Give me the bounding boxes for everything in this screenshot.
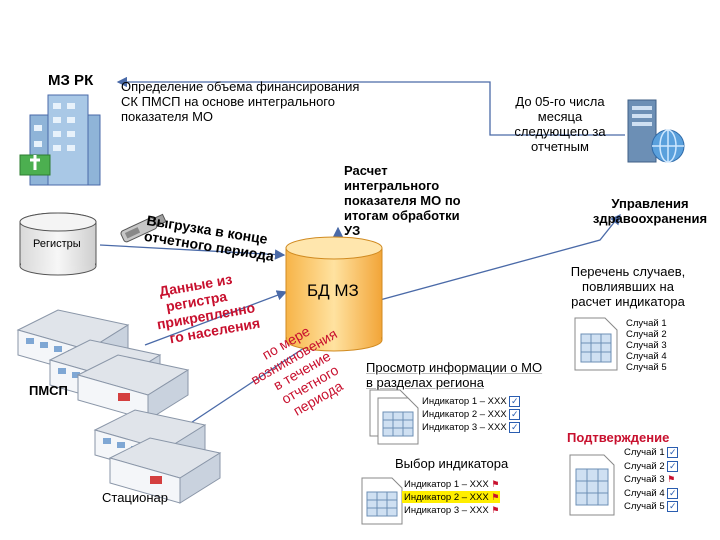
selected-indicator-highlight: [402, 491, 500, 503]
deadline-label: До 05-го числа месяца следующего за отче…: [514, 94, 606, 154]
flag-icon: ⚑: [667, 474, 676, 484]
case-item: Случай 2: [626, 329, 667, 340]
indicator-option[interactable]: Индикатор 3 – ХХХ ⚑: [404, 504, 499, 517]
case-confirm-label: Случай 5: [624, 501, 665, 512]
case-confirm-label: Случай 1: [624, 447, 665, 458]
document-icon-confirm: [569, 454, 615, 516]
stationary-label: Стационар: [102, 490, 169, 505]
server-globe-icon: [627, 99, 685, 163]
case-confirm-item[interactable]: Случай 5 ✓: [624, 500, 679, 514]
usb-drive-icon: [120, 213, 167, 243]
document-icon-cases: [574, 317, 618, 371]
financing-label: Определение объема финансирования СК ПМС…: [121, 79, 360, 124]
registers-cylinder: [19, 212, 97, 276]
checkbox-checked-icon[interactable]: ✓: [667, 460, 679, 472]
case-list-title: Перечень случаев, повлиявших на расчет и…: [570, 264, 686, 309]
checkbox-checked-icon[interactable]: ✓: [509, 422, 521, 433]
indicator-item[interactable]: Индикатор 2 – ХХХ ✓: [422, 408, 521, 421]
pmsp-label: ПМСП: [29, 383, 68, 398]
select-indicator-label: Выбор индикатора: [395, 456, 509, 471]
indicator-option-label: Индикатор 3 – ХХХ: [404, 505, 489, 516]
view-info-label: Просмотр информации о МО в разделах реги…: [366, 360, 543, 390]
flag-icon: ⚑: [491, 492, 500, 502]
checkbox-checked-icon[interactable]: ✓: [509, 409, 521, 420]
case-confirm-item[interactable]: Случай 4 ✓: [624, 487, 679, 501]
indicator-item-label: Индикатор 1 – ХХХ: [422, 396, 507, 407]
case-item: Случай 1: [626, 318, 667, 329]
case-confirm-label: Случай 2: [624, 460, 665, 472]
case-item: Случай 5: [626, 362, 667, 373]
case-confirm-label: Случай 3: [624, 474, 665, 485]
confirmation-label: Подтверждение: [567, 430, 670, 445]
db-cylinder: [285, 236, 383, 352]
checkbox-checked-icon[interactable]: ✓: [667, 447, 679, 458]
checkbox-checked-icon[interactable]: ✓: [667, 487, 679, 499]
registers-label: Регистры: [33, 238, 81, 250]
flag-icon: ⚑: [491, 479, 500, 489]
indicators-view-list: Индикатор 1 – ХХХ ✓ Индикатор 2 – ХХХ ✓ …: [422, 395, 521, 434]
indicator-item[interactable]: Индикатор 3 – ХХХ ✓: [422, 421, 521, 434]
checkbox-checked-icon[interactable]: ✓: [667, 501, 679, 512]
case-item: Случай 4: [626, 351, 667, 362]
case-confirm-item[interactable]: Случай 3 ⚑: [624, 473, 678, 487]
indicator-item[interactable]: Индикатор 1 – ХХХ ✓: [422, 395, 521, 408]
stationary-buildings-icon: [93, 409, 222, 504]
indicator-option-selected[interactable]: Индикатор 2 – ХХХ ⚑: [404, 491, 499, 504]
db-label: БД МЗ: [307, 281, 359, 300]
indicator-item-label: Индикатор 3 – ХХХ: [422, 422, 507, 433]
case-confirm-item[interactable]: Случай 2 ✓: [624, 460, 679, 474]
case-item: Случай 3: [626, 340, 667, 351]
indicator-option-label: Индикатор 1 – ХХХ: [404, 479, 489, 490]
indicators-select-list: Индикатор 1 – ХХХ ⚑ Индикатор 2 – ХХХ ⚑ …: [404, 478, 499, 517]
pmsp-buildings-icon: [16, 309, 190, 421]
health-mgmt-label: Управления здравоохранения: [592, 196, 708, 226]
indicator-option[interactable]: Индикатор 1 – ХХХ ⚑: [404, 478, 499, 491]
mz-rk-label: МЗ РК: [48, 72, 94, 89]
indicator-item-label: Индикатор 2 – ХХХ: [422, 409, 507, 420]
case-confirm-label: Случай 4: [624, 487, 665, 499]
calc-label: Расчет интегрального показателя МО по ит…: [344, 163, 461, 238]
indicator-option-label: Индикатор 2 – ХХХ: [404, 492, 489, 503]
cases-top-list: Случай 1 Случай 2 Случай 3 Случай 4 Случ…: [626, 318, 667, 373]
flag-icon: ⚑: [491, 505, 500, 515]
document-icon-view: [377, 397, 419, 445]
mz-building-icon: [19, 94, 101, 186]
cases-confirm-list: Случай 1 ✓ Случай 2 ✓ Случай 3 ⚑ Случай …: [624, 446, 679, 514]
document-icon-select: [361, 477, 403, 525]
checkbox-checked-icon[interactable]: ✓: [509, 396, 521, 407]
case-confirm-item[interactable]: Случай 1 ✓: [624, 446, 679, 460]
